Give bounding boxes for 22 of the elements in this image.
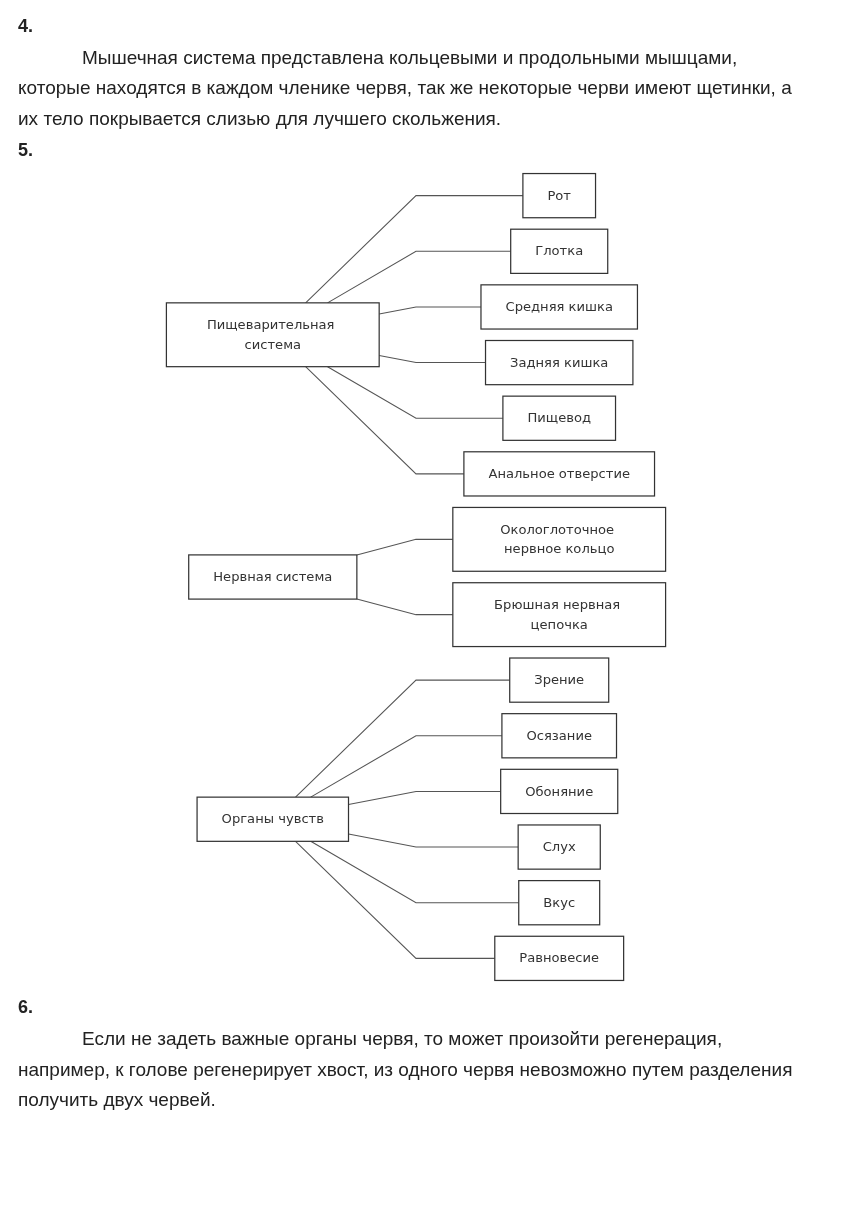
node-box: Брюшная нервная цепочка <box>452 582 667 648</box>
node-box: Обоняние <box>500 768 619 815</box>
node-box: Равновесие <box>494 935 625 982</box>
node-box: Осязание <box>501 713 618 759</box>
section-number: 6. <box>18 997 34 1019</box>
node-box: Глотка <box>510 228 609 275</box>
node-box: Задняя кишка <box>484 340 634 386</box>
section-number: 5. <box>18 140 34 162</box>
node-box: Органы чувств <box>196 796 350 843</box>
node-box: Рот <box>522 173 597 219</box>
section-number: 4. <box>18 16 34 37</box>
paragraph: Если не задеть важные органы червя, то может произойти регенерация, например, к голове регенерирует хвост, из одного червя невозможно путем разделения получить двух червей. <box>18 1027 794 1112</box>
paragraph: Мышечная система представлена кольцевыми и продольными мышцами, которые находятся в каждом членике червя, так же некоторые черви имеют щетинки, а их тело покрывается слизью для лучшего скольжения. <box>18 46 793 131</box>
node-box: Нервная система <box>188 554 358 600</box>
node-box: Пищевод <box>502 395 617 442</box>
node-box: Зрение <box>509 657 610 703</box>
node-box: Анальное отверстие <box>463 451 656 497</box>
node-box: Окологлоточное нервное кольцо <box>452 507 667 573</box>
node-box: Вкус <box>518 880 601 926</box>
node-box: Слух <box>517 824 601 870</box>
node-box: Пищеварительная система <box>165 302 380 368</box>
node-box: Средняя кишка <box>480 284 639 330</box>
